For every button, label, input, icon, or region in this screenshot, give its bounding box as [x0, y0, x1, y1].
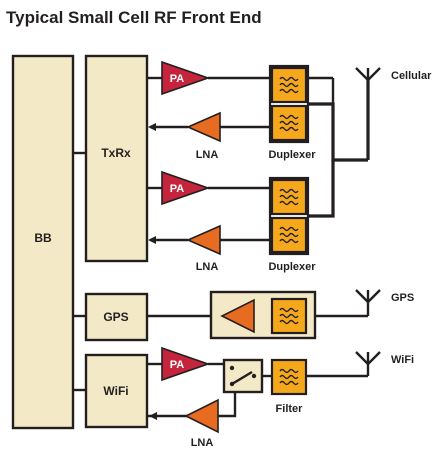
lna-label-wifi: LNA — [191, 437, 214, 449]
txrx-label: TxRx — [101, 146, 131, 160]
lna-amplifier-2 — [186, 224, 221, 256]
wifi-filter — [270, 358, 308, 396]
txrx-block: TxRx — [84, 54, 149, 263]
gps-antenna-label: GPS — [391, 292, 414, 304]
cellular-antenna-icon — [355, 67, 381, 82]
wifi-antenna-icon — [355, 351, 381, 366]
pa-amplifier-2: PA — [161, 170, 211, 206]
lna-amplifier-wifi — [184, 398, 219, 434]
pa-label-1: PA — [170, 73, 185, 85]
gps-rf-module — [209, 290, 317, 340]
pa-amplifier-1: PA — [161, 60, 211, 96]
gps-block: GPS — [84, 292, 149, 342]
gps-label: GPS — [103, 310, 128, 324]
duplexer-2 — [268, 176, 310, 256]
filter-label: Filter — [276, 403, 304, 415]
duplexer-label-2: Duplexer — [268, 261, 316, 273]
lna-amplifier-1 — [186, 111, 221, 143]
cellular-antenna-label: Cellular — [391, 70, 432, 82]
lna-label-1: LNA — [196, 149, 219, 161]
tr-switch — [222, 358, 264, 394]
pa-amplifier-wifi: PA — [161, 346, 211, 382]
bb-label: BB — [34, 231, 52, 245]
connections — [73, 76, 370, 420]
pa-label-2: PA — [170, 183, 185, 195]
lna-label-2: LNA — [196, 261, 219, 273]
wifi-block: WiFi — [84, 353, 149, 429]
wifi-label: WiFi — [103, 384, 128, 398]
pa-label-wifi: PA — [170, 359, 185, 371]
duplexer-label-1: Duplexer — [268, 149, 316, 161]
wifi-antenna-label: WiFi — [391, 354, 414, 366]
duplexer-1 — [268, 64, 310, 144]
bb-block: BB — [11, 54, 75, 430]
gps-antenna-icon — [355, 289, 381, 304]
diagram-title: Typical Small Cell RF Front End — [6, 8, 262, 27]
